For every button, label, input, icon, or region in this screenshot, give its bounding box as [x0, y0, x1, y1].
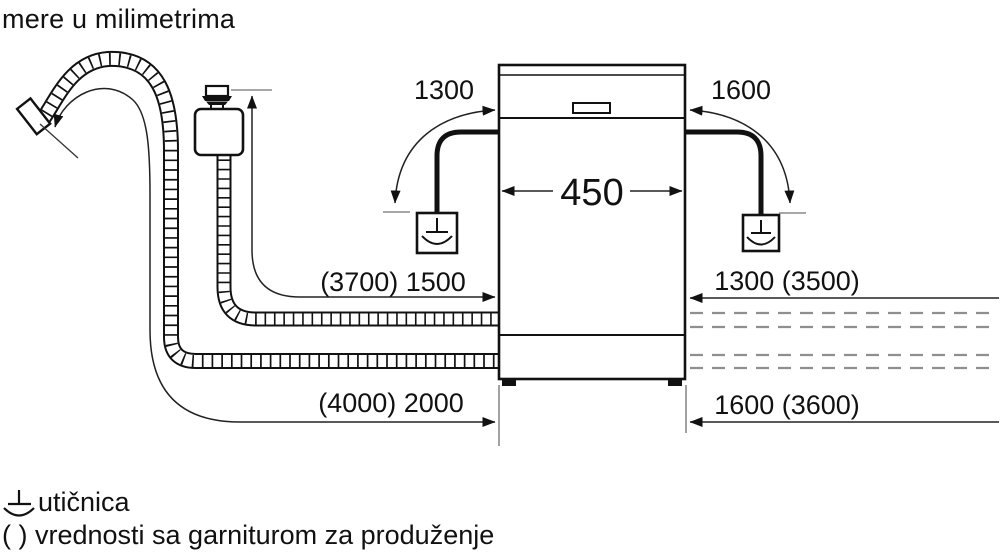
dim-cable-right: 1600 — [689, 75, 795, 204]
dim-appliance-width: 450 — [501, 172, 683, 214]
dim-label-cable-right: 1600 — [711, 75, 771, 105]
dashed-hose-extensions — [690, 311, 996, 370]
dim-label-drain-front: (4000) 2000 — [318, 388, 464, 418]
socket-icon — [3, 490, 35, 517]
page-title: mere u milimetrima — [2, 4, 236, 34]
socket-icon-right — [741, 213, 781, 253]
legend-parentheses-note: ( ) vrednosti sa garniturom za produženj… — [2, 520, 495, 550]
dim-label-cable-left: 1300 — [414, 75, 474, 105]
installation-diagram: 1300 1600 450 (3700) 1500 (4000) 2000 13… — [15, 50, 999, 446]
foot-right — [668, 379, 682, 386]
dim-drain-hose-right: 1600 (3600) — [689, 390, 999, 427]
foot-left — [502, 379, 516, 386]
socket-icon-left — [415, 211, 459, 255]
legend: utičnica ( ) vrednosti sa garniturom za … — [0, 484, 1000, 550]
dim-supply-hose-right: 1300 (3500) — [689, 266, 999, 303]
dim-drain-hose-front: (4000) 2000 — [53, 87, 496, 427]
dim-label-width: 450 — [560, 172, 623, 214]
hose-end-extension-line — [39, 123, 79, 159]
dim-label-supply-right: 1300 (3500) — [714, 266, 860, 296]
tap-adapter-icon — [202, 84, 232, 112]
door-handle — [572, 102, 611, 114]
dim-supply-hose-front: (3700) 1500 — [247, 95, 496, 302]
dim-label-drain-right: 1600 (3600) — [714, 390, 860, 420]
aquastop-valve-icon — [193, 107, 245, 157]
legend-socket-label: utičnica — [38, 487, 130, 517]
dishwasher — [497, 63, 687, 386]
power-cord-left — [434, 129, 499, 213]
dim-label-supply-front: (3700) 1500 — [320, 267, 466, 297]
power-cord-right — [685, 129, 764, 215]
legend-socket-row: utičnica — [0, 484, 1000, 517]
